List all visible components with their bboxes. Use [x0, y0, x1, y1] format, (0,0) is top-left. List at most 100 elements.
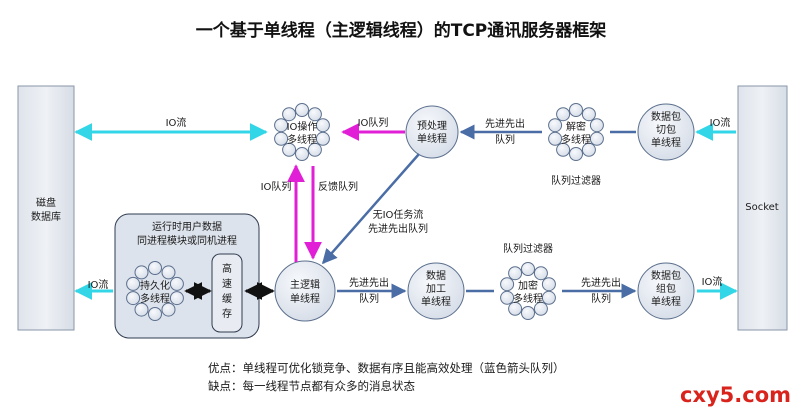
- pros-note: 优点：单线程可优化锁竞争、数据有序且能高效处理（蓝色箭头队列）: [208, 361, 565, 375]
- feedback-queue-label: 反馈队列: [318, 180, 358, 193]
- thread-bead: [307, 142, 322, 157]
- decrypt-node-label-1: 解密: [566, 120, 586, 133]
- thread-bead: [569, 147, 583, 161]
- encrypt-node-label-1: 加密: [518, 279, 538, 292]
- thread-bead: [589, 118, 604, 133]
- runtime-box-title: 运行时用户数据: [152, 220, 222, 233]
- runtime-box-subtitle: 同进程模块或同机进程: [137, 234, 237, 247]
- main-logic-label-2: 单线程: [290, 292, 320, 305]
- watermark: cxy5.com: [680, 383, 791, 407]
- thread-bead: [315, 118, 330, 133]
- thread-bead: [148, 261, 162, 275]
- thread-bead: [533, 266, 548, 281]
- thread-bead: [581, 142, 596, 157]
- thread-bead: [307, 107, 322, 122]
- decrypt-node-label-2: 多线程: [561, 133, 591, 146]
- socket-panel: Socket: [737, 85, 788, 331]
- thread-bead: [126, 291, 141, 306]
- packet-split-label-1: 数据包: [651, 110, 681, 123]
- persist-node-label-1: 持久化: [140, 279, 170, 292]
- queue-preprocess-to-main: [322, 153, 420, 265]
- thread-bead: [581, 107, 596, 122]
- packet-assemble-label-2: 组包: [656, 282, 676, 295]
- fifo-label-top-1: 先进先出: [485, 117, 525, 130]
- thread-bead: [569, 103, 583, 117]
- persist-node-label-2: 多线程: [140, 292, 170, 305]
- no-io-label-2: 先进先出队列: [368, 222, 428, 235]
- data-process-label-1: 数据: [426, 269, 446, 282]
- cache-box: [211, 253, 243, 333]
- fifo-label-b1-2: 队列: [359, 292, 379, 305]
- packet-assemble-label-1: 数据包: [651, 269, 681, 282]
- data-process-node: 数据 加工 单线程: [407, 262, 465, 320]
- thread-bead: [148, 307, 162, 321]
- thread-bead: [315, 131, 330, 146]
- thread-bead: [521, 262, 535, 276]
- thread-bead: [134, 302, 149, 317]
- fifo-label-top-2: 队列: [495, 133, 515, 146]
- io-queue-label-top: IO队列: [358, 116, 389, 129]
- filter-label-top: 队列过滤器: [551, 174, 601, 187]
- main-logic-label-1: 主逻辑: [290, 278, 320, 291]
- disk-database-panel: 磁盘 数据库: [17, 85, 75, 331]
- no-io-label-1: 无IO任务流: [373, 208, 424, 221]
- preprocess-label-2: 单线程: [417, 132, 447, 145]
- fifo-label-b1-1: 先进先出: [349, 276, 389, 289]
- thread-bead: [295, 147, 309, 161]
- disk-label: 磁盘: [36, 196, 56, 209]
- io-stream-label-right-bottom: IO流: [702, 275, 723, 288]
- cons-note: 缺点：每一线程节点都有众多的消息状态: [208, 379, 415, 393]
- packet-split-node: 数据包 切包 单线程: [637, 103, 695, 161]
- preprocess-label-1: 预处理: [417, 120, 447, 132]
- socket-label: Socket: [745, 202, 779, 213]
- thread-bead: [282, 142, 297, 157]
- filter-label-bottom: 队列过滤器: [503, 242, 553, 255]
- data-process-label-2: 加工: [426, 283, 446, 295]
- io-multithread-node-label-1: IO操作: [287, 120, 318, 133]
- thread-bead: [521, 306, 535, 320]
- thread-bead: [589, 131, 604, 146]
- thread-bead: [508, 266, 523, 281]
- thread-bead: [134, 265, 149, 280]
- thread-bead: [541, 277, 556, 292]
- thread-bead: [274, 118, 289, 133]
- thread-bead: [541, 290, 556, 305]
- thread-bead: [274, 131, 289, 146]
- thread-bead: [533, 301, 548, 316]
- thread-bead: [169, 276, 184, 291]
- io-stream-label-top: IO流: [166, 116, 187, 129]
- main-logic-node: 主逻辑 单线程: [274, 260, 336, 322]
- packet-split-label-2: 切包: [656, 123, 676, 136]
- cache-char-1: 高: [222, 262, 232, 275]
- io-stream-label-left-bottom: IO流: [88, 278, 109, 291]
- io-multithread-node-label-2: 多线程: [287, 133, 317, 146]
- thread-bead: [295, 103, 309, 117]
- thread-bead: [161, 302, 176, 317]
- thread-bead: [126, 276, 141, 291]
- database-label: 数据库: [31, 210, 61, 223]
- packet-assemble-node: 数据包 组包 单线程: [637, 262, 695, 320]
- thread-bead: [548, 131, 563, 146]
- preprocess-node: 预处理 单线程: [405, 105, 459, 159]
- thread-bead: [282, 107, 297, 122]
- io-queue-label-vertical: IO队列: [261, 180, 292, 193]
- packet-split-label-3: 单线程: [651, 136, 681, 149]
- fifo-label-b2-1: 先进先出: [581, 276, 621, 289]
- thread-bead: [500, 290, 515, 305]
- thread-bead: [161, 265, 176, 280]
- thread-bead: [169, 291, 184, 306]
- packet-assemble-label-3: 单线程: [651, 295, 681, 308]
- cache-char-4: 存: [222, 307, 232, 320]
- fifo-label-b2-2: 队列: [591, 292, 611, 305]
- thread-bead: [508, 301, 523, 316]
- encrypt-node-label-2: 多线程: [513, 292, 543, 305]
- cache-char-3: 缓: [222, 292, 232, 305]
- thread-bead: [548, 118, 563, 133]
- runtime-user-data-box: 运行时用户数据 同进程模块或同机进程 高 速 缓 存: [114, 213, 260, 339]
- cache-char-2: 速: [222, 278, 232, 290]
